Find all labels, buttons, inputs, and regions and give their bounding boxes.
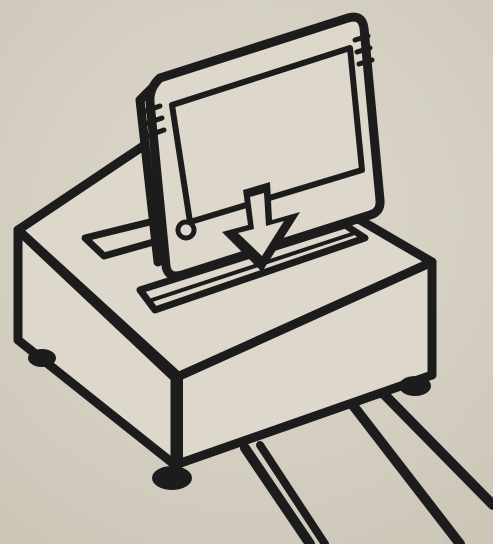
console-foot-right xyxy=(399,376,431,396)
console-foot-front-left xyxy=(28,349,56,367)
console-foot-front xyxy=(152,466,192,490)
